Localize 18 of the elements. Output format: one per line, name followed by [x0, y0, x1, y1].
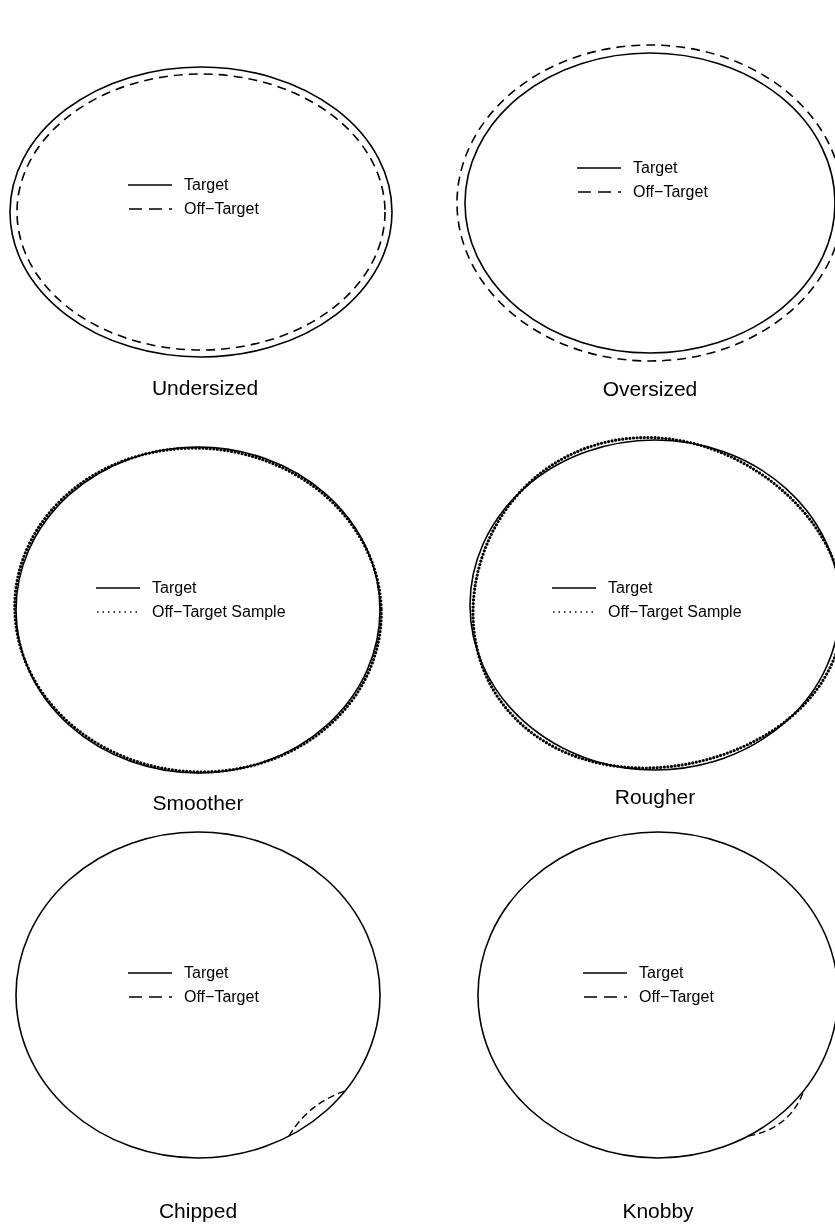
- legend-label: Off−Target Sample: [152, 604, 286, 620]
- legend-label: Off−Target Sample: [608, 604, 742, 620]
- panel-title: Undersized: [151, 376, 259, 398]
- legend-label: Target: [184, 965, 229, 981]
- legend-label: Off−Target: [633, 184, 708, 200]
- legend-label: Target: [608, 580, 653, 596]
- legend-label: Target: [152, 580, 197, 596]
- panel-title: Knobby: [622, 1199, 694, 1221]
- legend-label: Target: [633, 160, 678, 176]
- panel-title: Smoother: [152, 791, 244, 813]
- panel-title: Chipped: [158, 1199, 238, 1221]
- legend-label: Off−Target: [184, 989, 259, 1005]
- panel-title: Oversized: [602, 377, 698, 399]
- legend-label: Target: [639, 965, 684, 981]
- panel-title: Rougher: [614, 785, 696, 807]
- legend-label: Target: [184, 177, 229, 193]
- legend-label: Off−Target: [639, 989, 714, 1005]
- legend-label: Off−Target: [184, 201, 259, 217]
